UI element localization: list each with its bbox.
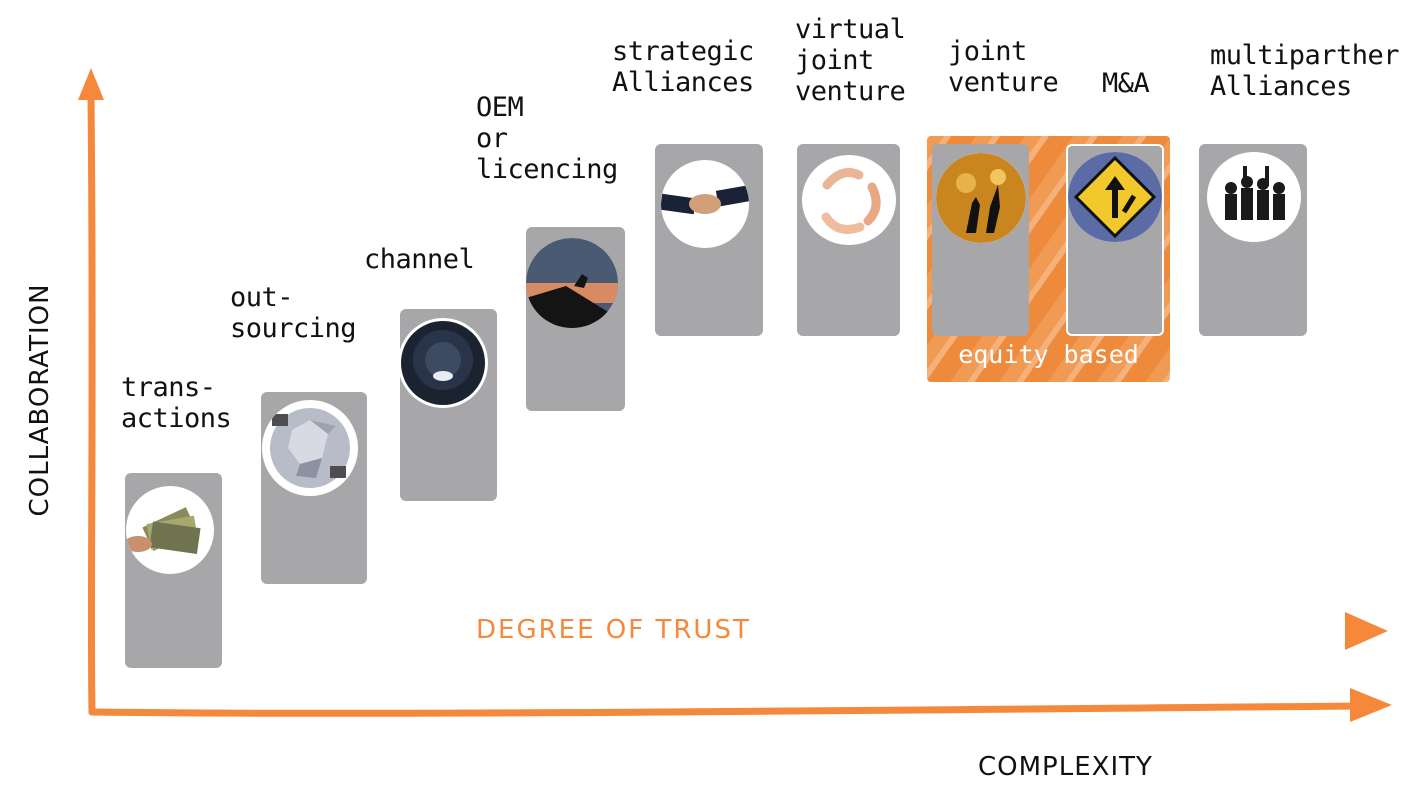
x-axis-arrowhead: [1350, 688, 1392, 722]
trust-label: DEGREE OF TRUST: [476, 615, 751, 645]
label-strategic: strategic Alliances: [612, 36, 754, 98]
tunnel-icon: [398, 318, 488, 408]
money-hand-icon: [126, 486, 214, 574]
y-axis-label: COLLABORATION: [25, 283, 55, 517]
group-silhouette-icon: [1207, 152, 1301, 242]
y-axis-line: [87, 91, 96, 716]
x-axis-label: COMPLEXITY: [978, 752, 1153, 782]
x-axis-line: [88, 702, 1364, 717]
crystal-sphere-icon: [262, 400, 358, 496]
y-axis-arrowhead: [78, 68, 104, 100]
label-m-and-a: M&A: [1102, 68, 1150, 99]
trust-arrowhead: [1345, 612, 1388, 650]
label-joint-venture: joint venture: [948, 36, 1059, 98]
label-channel: channel: [364, 244, 475, 275]
label-oem: OEM or licencing: [476, 92, 618, 185]
merge-sign-icon: [1068, 152, 1162, 242]
climber-icon: [526, 238, 618, 328]
label-outsourcing: out- sourcing: [230, 282, 357, 344]
label-transactions: trans- actions: [121, 372, 232, 434]
silhouette-pair-icon: [936, 153, 1026, 243]
handshake-icon: [661, 160, 749, 248]
equity-based-label: equity based: [958, 340, 1139, 369]
circle-hands-icon: [802, 155, 896, 245]
label-multipartner: multiparther Alliances: [1210, 40, 1400, 102]
label-virtual-jv: virtual joint venture: [795, 14, 906, 107]
